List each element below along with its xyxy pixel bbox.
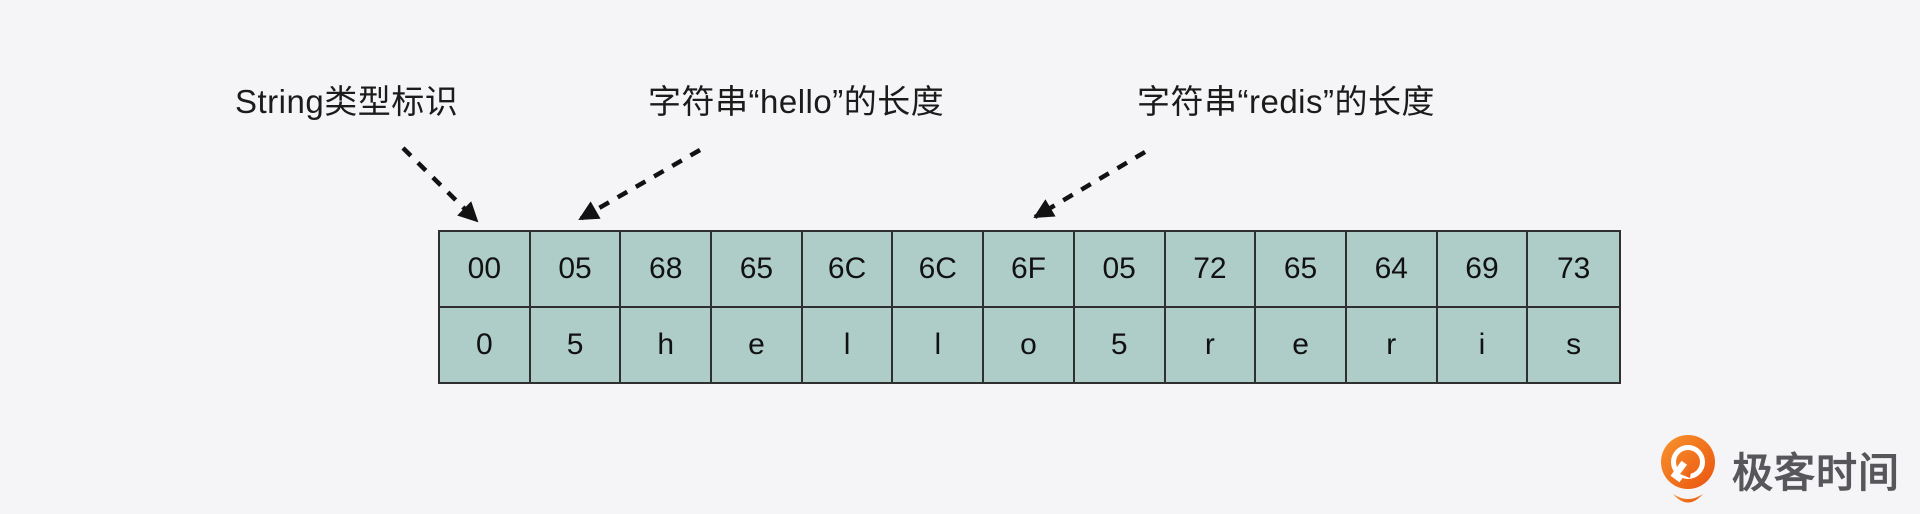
geektime-logo-text: 极客时间 (1732, 450, 1900, 496)
hex-cell: 6C (802, 232, 894, 306)
char-cell: 5 (530, 308, 622, 382)
arrow-to-hello-length-cell (578, 148, 702, 221)
geektime-logo: 极客时间 (1652, 432, 1900, 506)
char-cell: e (712, 308, 803, 382)
hex-cell: 6C (893, 232, 985, 306)
char-cell: r (1346, 308, 1438, 382)
arrow-to-type-cell (401, 146, 479, 223)
char-cell: l (802, 308, 894, 382)
hex-row: 00 05 68 65 6C 6C 6F 05 72 65 64 69 73 (440, 232, 1619, 306)
annotation-string-type-label: String类型标识 (235, 83, 459, 120)
annotation-redis-length-label: 字符串“redis”的长度 (1137, 83, 1436, 120)
hex-cell: 05 (1074, 232, 1166, 306)
hex-cell: 6F (984, 232, 1075, 306)
char-cell: o (984, 308, 1075, 382)
hex-cell: 68 (621, 232, 713, 306)
char-cell: l (893, 308, 985, 382)
char-cell: 0 (440, 308, 531, 382)
hex-cell: 72 (1165, 232, 1257, 306)
hex-cell: 69 (1437, 232, 1529, 306)
arrow-to-redis-length-cell (1033, 150, 1147, 219)
char-cell: i (1437, 308, 1529, 382)
byte-table: 00 05 68 65 6C 6C 6F 05 72 65 64 69 73 0… (438, 230, 1621, 384)
char-row: 0 5 h e l l o 5 r e r i s (440, 306, 1619, 382)
char-cell: e (1256, 308, 1347, 382)
char-cell: 5 (1074, 308, 1166, 382)
char-cell: r (1165, 308, 1257, 382)
hex-cell: 73 (1528, 232, 1619, 306)
hex-cell: 65 (712, 232, 803, 306)
hex-cell: 05 (530, 232, 622, 306)
hex-cell: 65 (1256, 232, 1347, 306)
char-cell: h (621, 308, 713, 382)
char-cell: s (1528, 308, 1619, 382)
geektime-logo-icon (1661, 435, 1715, 503)
hex-cell: 00 (440, 232, 531, 306)
annotation-hello-length-label: 字符串“hello”的长度 (648, 83, 945, 120)
hex-cell: 64 (1346, 232, 1438, 306)
